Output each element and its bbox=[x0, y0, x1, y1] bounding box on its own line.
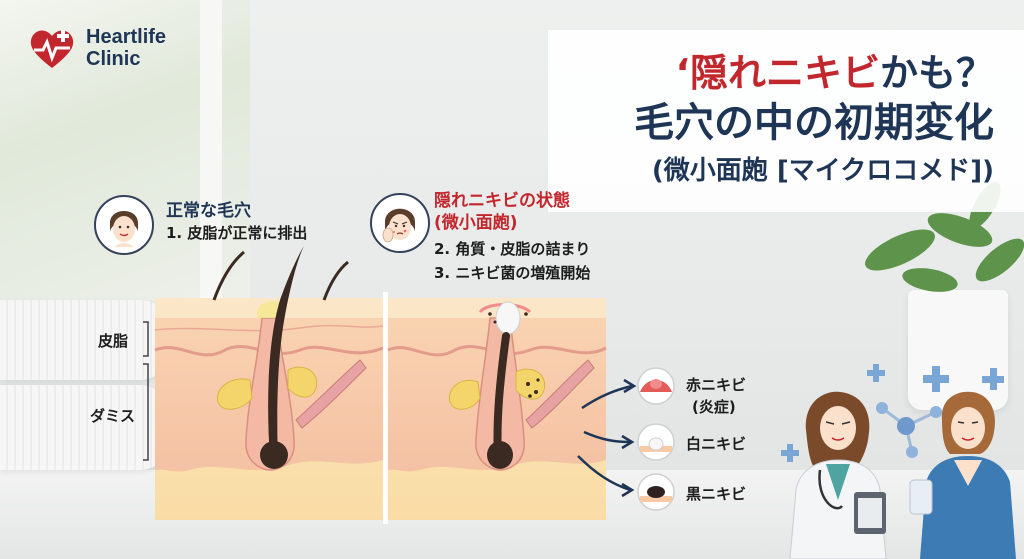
black-acne-icon bbox=[637, 473, 675, 511]
layer-label-dermis: ダミス bbox=[90, 407, 136, 425]
hidden-acne-diagram bbox=[387, 298, 607, 520]
worried-face-icon bbox=[370, 193, 430, 253]
hidden-heading-line2: (微小面皰) bbox=[434, 213, 518, 233]
outcome-white-label: 白ニキビ bbox=[686, 435, 747, 453]
molecule-icon bbox=[876, 402, 942, 458]
clinic-logo[interactable]: Heartlife Clinic bbox=[28, 26, 166, 70]
normal-heading: 正常な毛穴 bbox=[166, 201, 251, 221]
outcome-red-sub: (炎症) bbox=[692, 398, 736, 416]
hidden-item3: 3. ニキビ菌の増殖開始 bbox=[434, 264, 591, 282]
doctor-illustration bbox=[789, 391, 887, 559]
towel-top bbox=[0, 300, 170, 380]
progression-arrows bbox=[577, 378, 637, 498]
brand-line1: Heartlife bbox=[86, 26, 167, 48]
title-rest: かも？ bbox=[879, 51, 994, 95]
title-line2: 毛穴の中の初期変化 bbox=[634, 100, 994, 146]
title-quote: ‘ bbox=[675, 51, 690, 95]
title-panel: ‘隠れニキビかも？ 毛穴の中の初期変化 (微小面皰 [マイクロコメド]) bbox=[548, 30, 1024, 212]
outcome-black-label: 黒ニキビ bbox=[686, 485, 747, 503]
hidden-heading-line1: 隠れニキビの状態 bbox=[434, 191, 570, 211]
heart-logo-icon bbox=[30, 30, 74, 68]
window-frame bbox=[200, 0, 222, 300]
normal-face-icon bbox=[94, 195, 154, 255]
nurse-illustration bbox=[909, 391, 1016, 559]
title-line3: (微小面皰 [マイクロコメド]) bbox=[651, 156, 994, 186]
normal-item1: 1. 皮脂が正常に排出 bbox=[166, 224, 308, 242]
title-accent: 隠れニキビ bbox=[689, 51, 880, 95]
brand-line2: Clinic bbox=[86, 48, 141, 70]
towel-bottom bbox=[0, 385, 170, 470]
title-line1: ‘隠れニキビかも？ bbox=[676, 42, 994, 97]
medical-cross-icon bbox=[781, 364, 1004, 462]
hidden-item2: 2. 角質・皮脂の詰まり bbox=[434, 240, 591, 258]
layer-label-sebum: 皮脂 bbox=[98, 332, 129, 350]
white-acne-icon bbox=[637, 423, 675, 461]
red-acne-icon bbox=[637, 367, 675, 405]
outcome-red-label: 赤ニキビ bbox=[686, 376, 747, 394]
normal-pore-diagram bbox=[154, 246, 384, 520]
